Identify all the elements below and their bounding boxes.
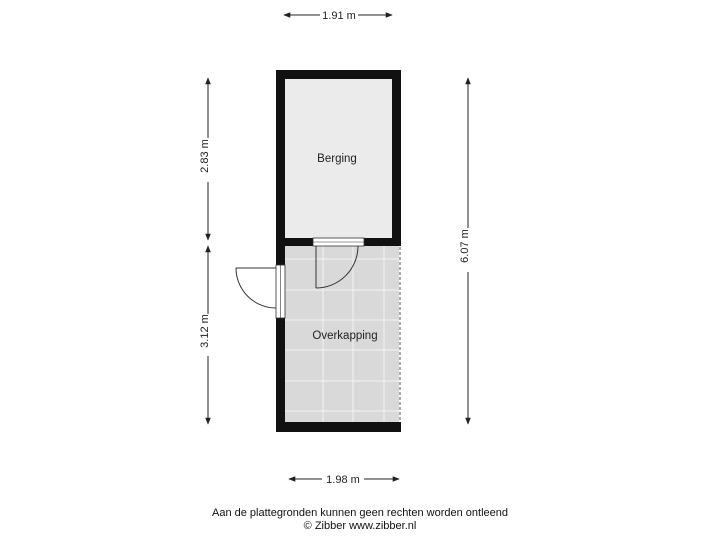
walls (276, 70, 401, 432)
room-label-overkapping: Overkapping (312, 330, 377, 342)
side-door (235, 264, 286, 319)
dimension-right-total: 6.07 m (459, 77, 471, 425)
dimension-top-width: 1.91 m (283, 10, 393, 22)
berging-door (312, 237, 365, 289)
footer-disclaimer: Aan de plattegronden kunnen geen rechten… (211, 507, 508, 519)
berging-floor (285, 79, 392, 238)
dimension-left-upper-label: 2.83 m (199, 139, 211, 173)
dimension-left-lower: 3.12 m (199, 245, 211, 425)
overkapping-floor (285, 246, 399, 422)
dimension-right-total-label: 6.07 m (459, 229, 471, 263)
room-label-berging: Berging (317, 153, 357, 165)
dimension-left-upper: 2.83 m (199, 77, 211, 241)
dimension-bottom-width: 1.98 m (288, 474, 400, 486)
dimension-top-width-label: 1.91 m (322, 10, 356, 22)
footer-copyright: © Zibber www.zibber.nl (303, 520, 417, 532)
dimension-bottom-width-label: 1.98 m (326, 474, 360, 486)
dimension-left-lower-label: 3.12 m (199, 314, 211, 348)
